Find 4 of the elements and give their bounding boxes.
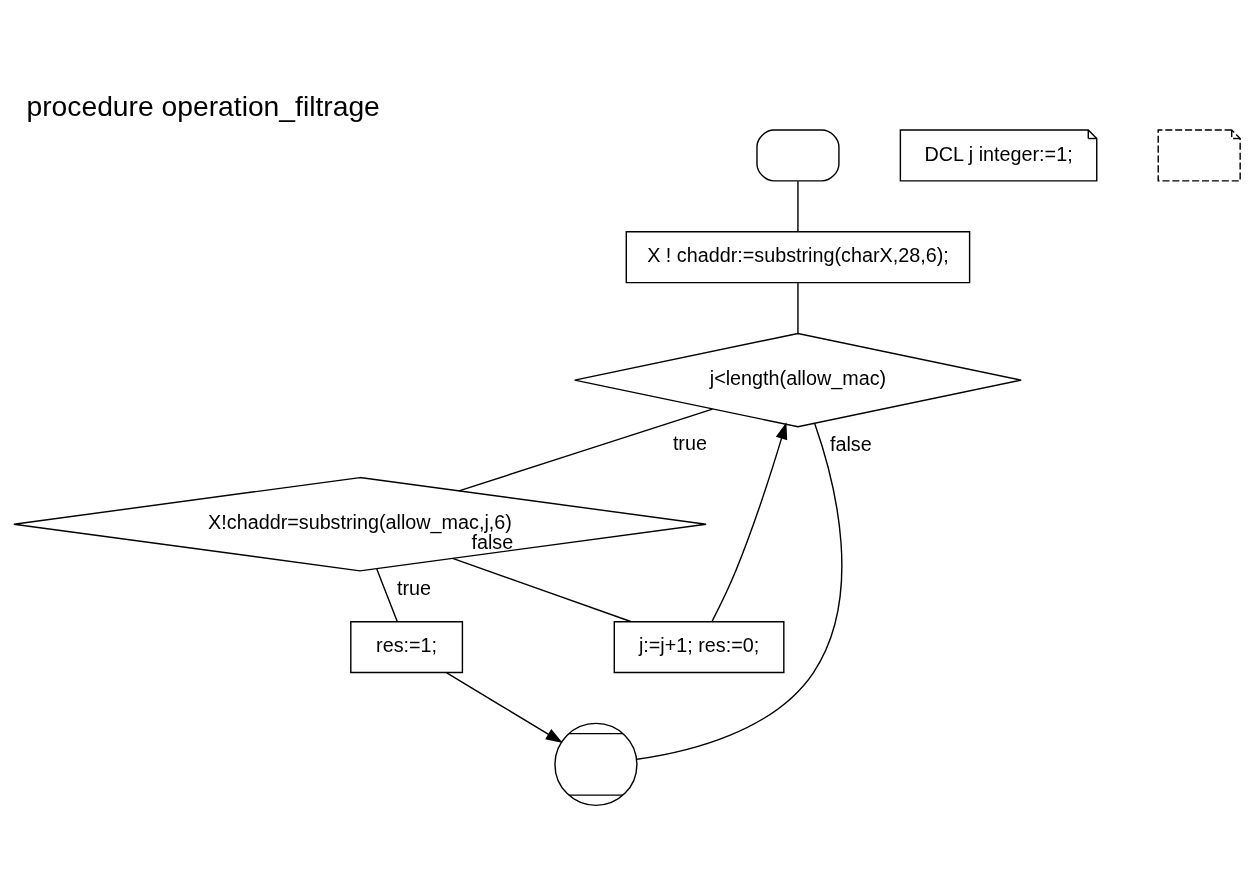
edge-label: true (672, 432, 707, 455)
diagram-title: procedure operation_filtrage (26, 89, 380, 122)
edge-label: false (829, 433, 872, 456)
edge-label: true (396, 576, 431, 599)
